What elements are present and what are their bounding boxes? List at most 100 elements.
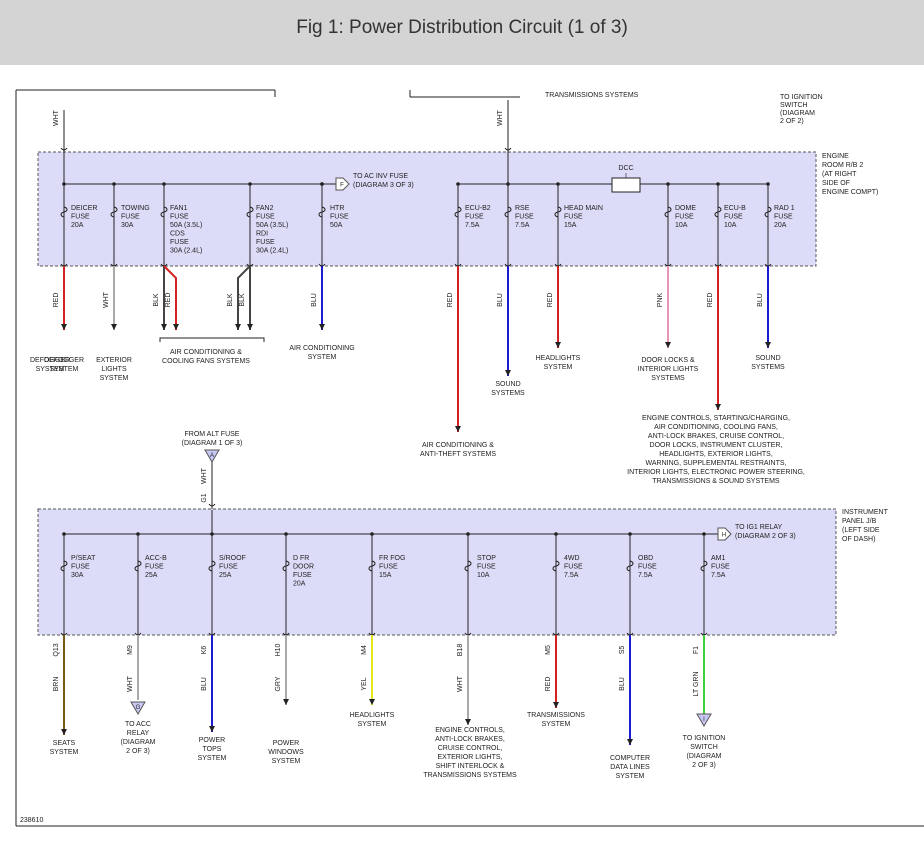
panel-fuse-label: FUSE (71, 564, 90, 571)
dest-defogger: SYSTEM (36, 366, 65, 373)
panel-fuse-label: 30A (71, 572, 84, 579)
fuse-symbol (60, 560, 68, 572)
to-ig1-label: (DIAGRAM 2 OF 3) (735, 533, 796, 540)
panel-fuse-label: OBD (638, 555, 653, 562)
engine-fuse-label: FUSE (774, 214, 793, 221)
dest-engine-controls: HEADLIGHTS, EXTERIOR LIGHTS, (659, 451, 773, 458)
engine-fuse-label: ECU-B (724, 205, 746, 212)
arrow-head (111, 324, 117, 330)
dest-engine-controls-panel: ANTI-LOCK BRAKES, (435, 736, 505, 743)
dest-exterior-lights: LIGHTS (101, 366, 127, 373)
wire-color-label: LT GRN (693, 671, 700, 696)
engine-fuse-label: FUSE (71, 214, 90, 221)
panel-fuse-label: P/SEAT (71, 555, 96, 562)
connector-pin (504, 147, 512, 151)
dest-transmissions: SYSTEM (542, 721, 571, 728)
dest-engine-controls-panel: CRUISE CONTROL, (438, 745, 503, 752)
engine-fuse-label: 50A (330, 222, 343, 229)
dest-computer-data: SYSTEM (616, 773, 645, 780)
panel-fuse-label: FUSE (219, 564, 238, 571)
fuse-symbol (714, 206, 722, 218)
wire-color-label: GRY (275, 676, 282, 691)
wire-color-label: BRN (53, 677, 60, 692)
connector-pin (208, 503, 216, 507)
dest-power-tops: POWER (199, 737, 225, 744)
wire-color-label: BLU (311, 293, 318, 307)
pin-label: Q13 (53, 643, 60, 656)
engine-fuse-label: FUSE (675, 214, 694, 221)
ac-inv-flag (335, 177, 350, 191)
instrument-panel-label: (LEFT SIDE (842, 527, 880, 534)
pin-label: M5 (545, 645, 552, 655)
dest-acc-relay: (DIAGRAM (121, 739, 156, 746)
engine-fuse-label: RAD 1 (774, 205, 795, 212)
ignition-connector (696, 713, 712, 727)
dest-sound-1: SOUND (495, 381, 520, 388)
pin-label: B18 (457, 644, 464, 657)
fuse-symbol (554, 206, 562, 218)
wire-color-label: YEL (361, 677, 368, 690)
wire-color-label: BLU (619, 677, 626, 691)
panel-fuse-label: FUSE (711, 564, 730, 571)
dest-sound-2: SOUND (755, 355, 780, 362)
fuse-symbol (134, 560, 142, 572)
wire-color-label: BLK (153, 293, 160, 307)
dest-computer-data: DATA LINES (610, 764, 650, 771)
connector-label: A (210, 453, 214, 459)
engine-fuse-label: FUSE (170, 239, 189, 246)
engine-fuse-label: 20A (774, 222, 787, 229)
wire-color-label: WHT (201, 467, 208, 484)
figure-header: Fig 1: Power Distribution Circuit (1 of … (0, 0, 924, 65)
dest-ignition-switch: (DIAGRAM (687, 753, 722, 760)
wire-color-label: RED (707, 293, 714, 308)
dest-engine-controls-panel: SHIFT INTERLOCK & (436, 763, 505, 770)
arrow-head (61, 729, 67, 735)
wire-color-label: BLU (201, 677, 208, 691)
fuse-symbol (700, 560, 708, 572)
wire-color-label: RED (447, 293, 454, 308)
engine-fuse-label: 50A (3.5L) (256, 222, 288, 229)
dest-acc-relay: RELAY (127, 730, 150, 737)
engine-fuse-label: FUSE (330, 214, 349, 221)
engine-fuse-label: 50A (3.5L) (170, 222, 202, 229)
wire-color-label: RED (53, 293, 60, 308)
panel-fuse-label: STOP (477, 555, 496, 562)
dest-engine-controls-panel: TRANSMISSIONS SYSTEMS (423, 772, 517, 779)
dest-door-locks: DOOR LOCKS & (641, 357, 695, 364)
fuse-symbol (318, 206, 326, 218)
dest-engine-controls: TRANSMISSIONS & SOUND SYSTEMS (652, 478, 780, 485)
dest-power-windows: POWER (273, 740, 299, 747)
panel-fuse-label: 7.5A (564, 572, 579, 579)
dest-headlights-panel: SYSTEM (358, 721, 387, 728)
fuse-symbol (626, 560, 634, 572)
panel-fuse-label: FUSE (293, 572, 312, 579)
dest-acc-relay: TO ACC (125, 721, 151, 728)
panel-fuse-label: 25A (219, 572, 232, 579)
arrow-head (283, 699, 289, 705)
dest-engine-controls-panel: ENGINE CONTROLS, (435, 727, 505, 734)
connector-label: G (136, 705, 141, 711)
pin-label: M4 (361, 645, 368, 655)
dest-seats: SYSTEM (50, 749, 79, 756)
alt-connector (204, 449, 220, 463)
dest-ac-anti-theft: AIR CONDITIONING & (422, 442, 494, 449)
to-ignition-label: SWITCH (780, 102, 808, 109)
fuse-symbol (764, 206, 772, 218)
panel-fuse-label: S/ROOF (219, 555, 246, 562)
fuse-symbol (110, 206, 118, 218)
engine-room-label: ENGINE COMPT) (822, 189, 878, 196)
panel-fuse-label: ACC-B (145, 555, 167, 562)
arrow-head (665, 342, 671, 348)
engine-room-label: SIDE OF (822, 180, 850, 187)
panel-fuse-label: FUSE (638, 564, 657, 571)
panel-fuse-label: 20A (293, 581, 306, 588)
engine-room-label: ROOM R/B 2 (822, 162, 863, 169)
wire-color-label: RED (165, 293, 172, 308)
wire-color-label: G1 (201, 493, 208, 502)
engine-fuse-label: FUSE (465, 214, 484, 221)
from-alt-label: FROM ALT FUSE (185, 431, 240, 438)
connector-label: I (703, 717, 705, 723)
dest-engine-controls: WARNING, SUPPLEMENTAL RESTRAINTS, (646, 460, 787, 467)
engine-fuse-label: FUSE (564, 214, 583, 221)
